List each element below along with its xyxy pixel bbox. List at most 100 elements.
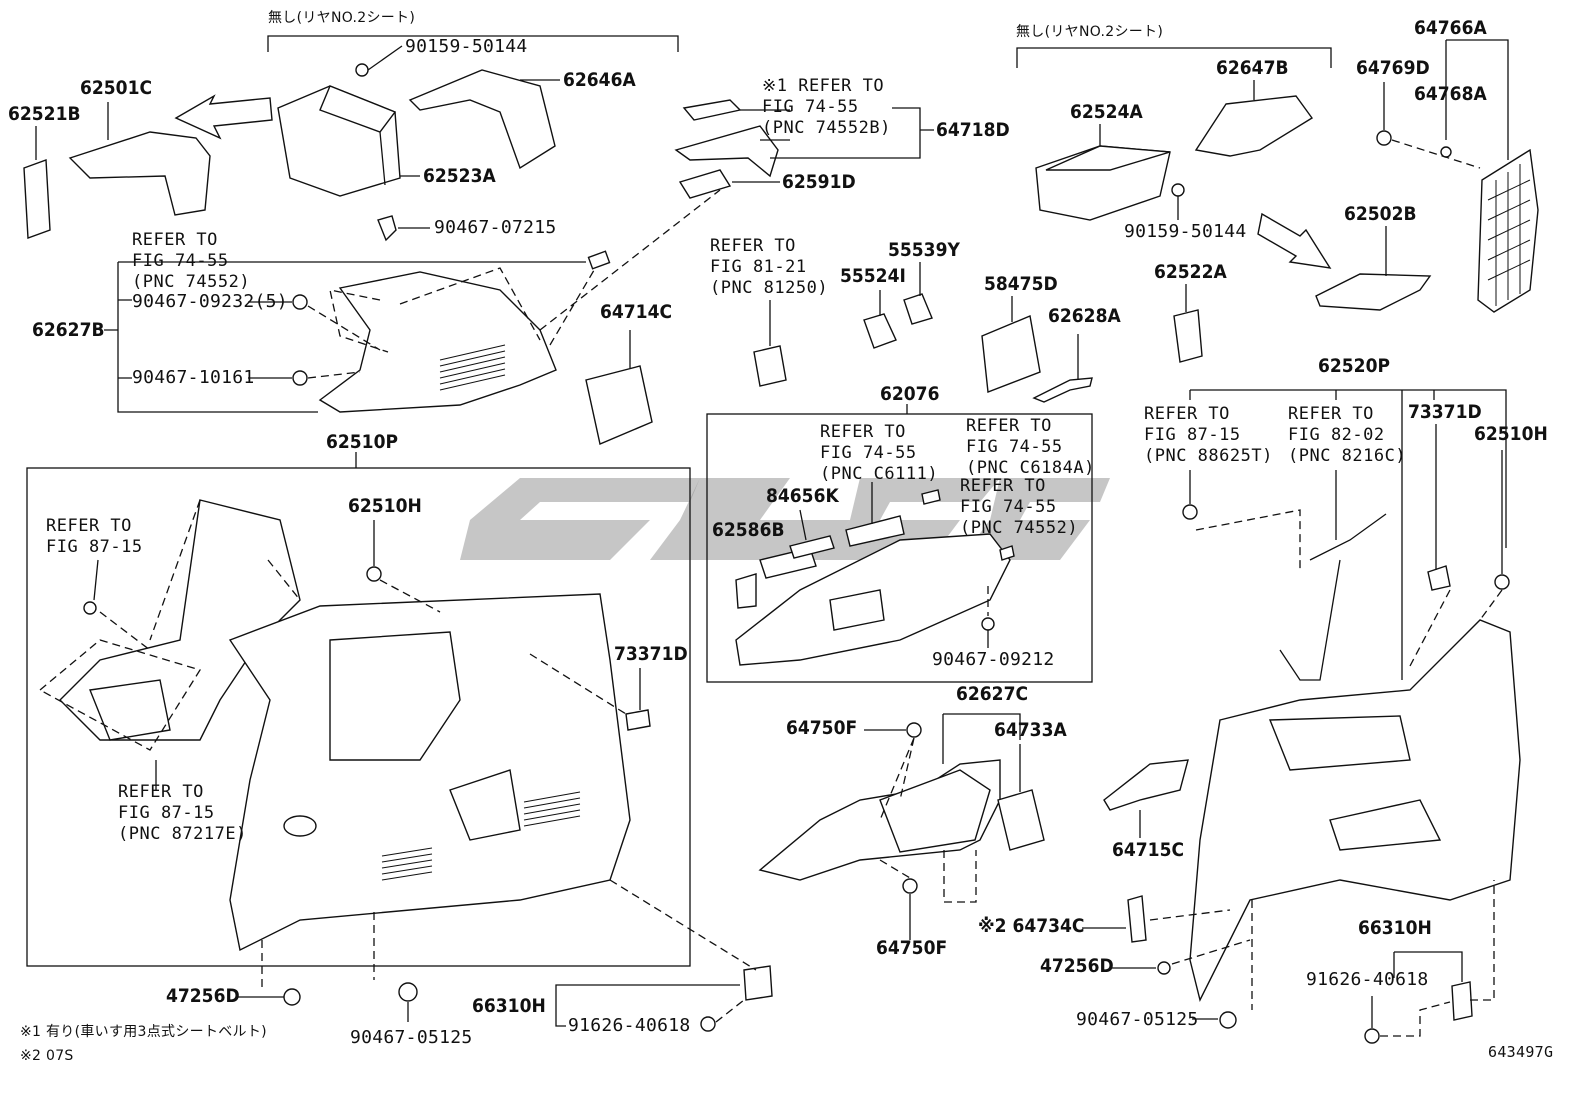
part-66310H-b[interactable]: 66310H [1358,917,1432,939]
part-62591D[interactable]: 62591D [782,171,856,193]
part-91626-40618-a[interactable]: 91626-40618 [568,1015,691,1036]
part-62522A[interactable]: 62522A [1154,261,1227,283]
harness-8216C [1279,513,1387,681]
ref-88625T[interactable]: REFER TO FIG 87-15 (PNC 88625T) [1144,404,1273,466]
clip-73371D-left [625,709,651,731]
box-62524A [1035,145,1171,221]
pad-64734C [1127,895,1147,943]
part-62521B[interactable]: 62521B [8,103,81,125]
trim-62627C [758,759,1001,881]
part-64715C[interactable]: 64715C [1112,839,1185,861]
part-62520P[interactable]: 62520P [1318,355,1390,377]
clip-90467-10161 [292,370,308,386]
part-90467-07215[interactable]: 90467-07215 [434,217,557,238]
ref-87-15[interactable]: REFER TO FIG 87-15 [46,516,143,557]
direction-arrow-right [1257,212,1332,269]
part-62647B[interactable]: 62647B [1216,57,1289,79]
part-73371D-a[interactable]: 73371D [1408,401,1482,423]
part-64768A[interactable]: 64768A [1414,83,1487,105]
part-90467-09212[interactable]: 90467-09212 [932,649,1055,670]
part-62586B[interactable]: 62586B [712,519,785,541]
part-47256D-a[interactable]: 47256D [166,985,240,1007]
part-55524I[interactable]: 55524I [840,265,906,287]
clip-87-15 [83,601,97,615]
part-62510H-a[interactable]: 62510H [1474,423,1548,445]
pad-C6184A [921,489,941,505]
part-90467-05125-a[interactable]: 90467-05125 [350,1027,473,1048]
part-64766A[interactable]: 64766A [1414,17,1487,39]
ref-81250[interactable]: REFER TO FIG 81-21 (PNC 81250) [710,236,829,298]
clip-64750F-top [906,722,922,738]
part-58475D[interactable]: 58475D [984,273,1058,295]
part-47256D-b[interactable]: 47256D [1040,955,1114,977]
part-62628A[interactable]: 62628A [1048,305,1121,327]
clip-90467-05125-left [398,982,418,1002]
part-64718D[interactable]: 64718D [936,119,1010,141]
part-62523A[interactable]: 62523A [423,165,496,187]
panel-64766A [1477,148,1539,313]
part-90467-05125-b[interactable]: 90467-05125 [1076,1009,1199,1030]
bracket-66310H-left [743,965,773,1001]
part-90467-09232[interactable]: 90467-09232(5) [132,291,288,312]
part-55539Y[interactable]: 55539Y [888,239,960,261]
part-66310H-a[interactable]: 66310H [472,995,546,1017]
part-73371D-b[interactable]: 73371D [614,643,688,665]
part-62627B[interactable]: 62627B [32,319,105,341]
ref-8216C[interactable]: REFER TO FIG 82-02 (PNC 8216C) [1288,404,1407,466]
part-62510P[interactable]: 62510P [326,431,398,453]
trim-62591D [674,99,779,199]
diagram-id: 643497G [1488,1043,1554,1061]
clip-62510H-left [366,566,382,582]
part-90159-50144-b[interactable]: 90159-50144 [1124,221,1247,242]
ref-74552-b[interactable]: REFER TO FIG 74-55 (PNC 74552) [960,476,1079,538]
part-91626-40618-b[interactable]: 91626-40618 [1306,969,1429,990]
screw-90159-50144-right [1171,183,1185,197]
part-62076[interactable]: 62076 [880,383,940,405]
part-64769D[interactable]: 64769D [1356,57,1430,79]
trim-62627B [318,271,557,413]
ref-74552-a[interactable]: REFER TO FIG 74-55 (PNC 74552) [132,230,251,292]
ref-C6111[interactable]: REFER TO FIG 74-55 (PNC C6111) [820,422,939,484]
garnish-64715C [1103,759,1189,811]
panel-62521B [23,159,51,239]
garnish-62646A [408,69,556,170]
part-62502B[interactable]: 62502B [1344,203,1417,225]
bolt-91626-40618-left [700,1016,716,1032]
clip-90467-07215 [377,215,397,242]
part-62524A[interactable]: 62524A [1070,101,1143,123]
part-64750F-b[interactable]: 64750F [876,937,948,959]
part-90159-50144-a[interactable]: 90159-50144 [405,36,528,57]
part-84656K[interactable]: 84656K [766,485,839,507]
ref-87217E[interactable]: REFER TO FIG 87-15 (PNC 87217E) [118,782,247,844]
cap-47256D-right [1157,961,1171,975]
garnish-62628A [1032,377,1093,403]
cover-62523A [277,85,401,197]
clip-55539Y [903,293,933,325]
clip-90467-09212 [981,617,995,631]
unit-81250 [753,345,787,387]
garnish-62647B [1194,95,1314,157]
ref-C6184A[interactable]: REFER TO FIG 74-55 (PNC C6184A) [966,416,1095,478]
bracket-right-note [1016,47,1332,68]
note-no-seat-left: 無し(リヤNO.2シート) [268,10,416,26]
clip-90467-09232 [292,294,308,310]
part-62501C[interactable]: 62501C [80,77,153,99]
part-62627C[interactable]: 62627C [956,683,1029,705]
part-64750F-a[interactable]: 64750F [786,717,858,739]
pad-74552-b [999,545,1015,561]
cap-47256D-left [283,988,301,1006]
part-62646A[interactable]: 62646A [563,69,636,91]
part-90467-10161[interactable]: 90467-10161 [132,367,255,388]
box-62076 [706,413,1093,683]
part-64734C[interactable]: ※2 64734C [978,915,1085,937]
pad-84656K [789,535,835,559]
ref-74552B[interactable]: ※1 REFER TO FIG 74-55 (PNC 74552B) [762,76,891,138]
part-64714C[interactable]: 64714C [600,301,673,323]
part-64733A[interactable]: 64733A [994,719,1067,741]
part-62510H-b[interactable]: 62510H [348,495,422,517]
direction-arrow-left [174,94,273,140]
pad-64714C [585,365,653,445]
clip-90467-05125-right [1219,1011,1237,1029]
cover-62501C [68,131,211,216]
